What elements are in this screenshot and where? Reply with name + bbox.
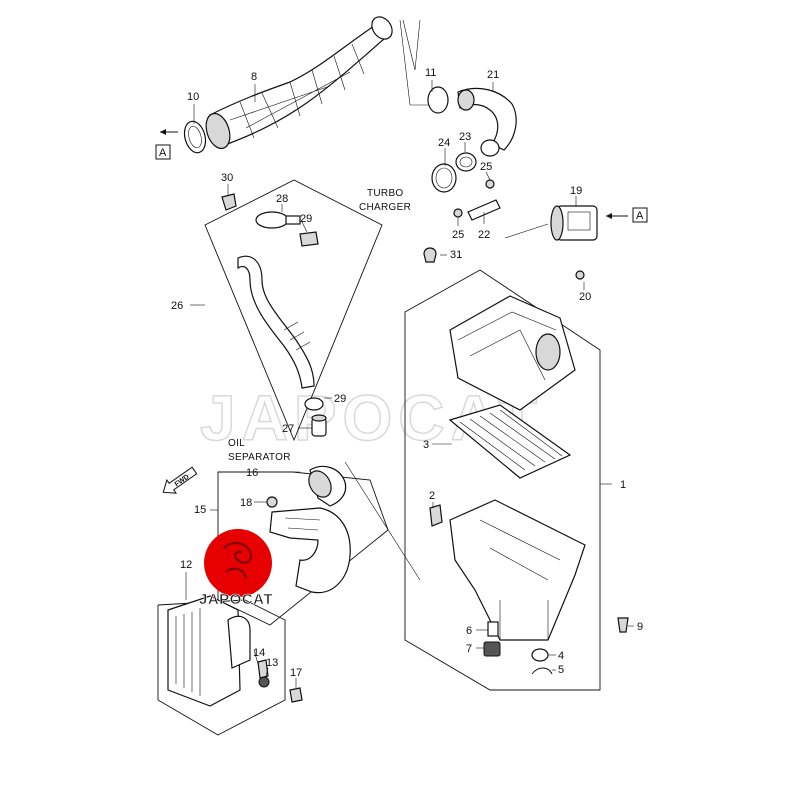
airflow-sensor-part xyxy=(550,205,598,241)
callout-28: 28 xyxy=(276,193,288,205)
callout-16: 16 xyxy=(246,467,258,479)
clip-part-29b xyxy=(304,397,324,411)
bolt-part-17 xyxy=(289,687,303,703)
callout-4: 4 xyxy=(558,650,564,662)
forward-arrow-label: FWD xyxy=(174,474,191,489)
sensor-part-2 xyxy=(429,504,443,527)
callout-24: 24 xyxy=(438,137,450,149)
air-cleaner-case-part xyxy=(449,499,586,641)
callout-20: 20 xyxy=(579,291,591,303)
callout-1: 1 xyxy=(620,479,626,491)
callout-5: 5 xyxy=(558,664,564,676)
intercooler-core-frame xyxy=(157,599,286,736)
cushion-part-4 xyxy=(531,648,549,662)
japocat-logo: JAPOCAT xyxy=(199,529,273,608)
clamp-part-31 xyxy=(423,247,437,263)
bolt-part-9 xyxy=(617,617,629,633)
clip-part-30 xyxy=(221,193,237,211)
clip-part-5 xyxy=(531,667,553,675)
clip-part-29a xyxy=(299,231,319,247)
callout-23: 23 xyxy=(459,131,471,143)
bolt-part-25a xyxy=(485,179,495,189)
ref-mark-right: A xyxy=(606,207,648,223)
air-cleaner-cap-part xyxy=(449,295,576,411)
air-filter-element-part xyxy=(448,404,572,479)
callout-15: 15 xyxy=(194,504,206,516)
screw-part-20 xyxy=(575,270,585,280)
logo-cat-mark xyxy=(223,542,252,579)
intercooler-pipe-part xyxy=(269,507,351,594)
callout-18: 18 xyxy=(240,497,252,509)
callout-29-top: 29 xyxy=(300,213,312,225)
callout-31: 31 xyxy=(450,249,462,261)
logo-text: JAPOCAT xyxy=(199,591,273,608)
callout-22: 22 xyxy=(478,229,490,241)
oil-separator-label-2: SEPARATOR xyxy=(228,452,291,463)
forward-arrow-icon: FWD xyxy=(162,466,198,494)
gasket-ring-part xyxy=(455,152,477,172)
callout-27: 27 xyxy=(282,423,294,435)
callout-3: 3 xyxy=(423,439,429,451)
callout-9: 9 xyxy=(637,621,643,633)
callout-7: 7 xyxy=(466,643,472,655)
breather-hose-part xyxy=(237,255,315,389)
turbo-charger-label-1: TURBO xyxy=(367,188,404,199)
callout-numbers: 1 2 3 4 5 6 7 8 9 10 11 12 13 14 15 16 1… xyxy=(171,67,643,679)
callout-30: 30 xyxy=(221,172,233,184)
bolt-part-25b xyxy=(453,208,463,218)
intercooler-hose-part xyxy=(308,465,347,507)
callout-21: 21 xyxy=(487,69,499,81)
callout-29-bottom: 29 xyxy=(334,393,346,405)
grommet-part-6 xyxy=(487,621,499,637)
callout-6: 6 xyxy=(466,625,472,637)
connector-part-28 xyxy=(255,211,301,229)
washer-part-13 xyxy=(258,676,270,688)
bolt-part-18 xyxy=(266,496,278,508)
intercooler-part xyxy=(167,595,251,707)
turbo-outlet-part xyxy=(427,86,517,157)
callout-14: 14 xyxy=(253,647,265,659)
valve-part-27 xyxy=(311,414,327,437)
callout-19: 19 xyxy=(570,185,582,197)
intake-hose-part xyxy=(205,16,393,150)
ref-mark-left-text: A xyxy=(159,147,167,159)
ref-mark-right-text: A xyxy=(636,210,644,222)
callout-25-bottom: 25 xyxy=(452,229,464,241)
turbo-clamp-part xyxy=(431,163,457,193)
hose-group-frame xyxy=(204,179,383,442)
callout-12: 12 xyxy=(180,559,192,571)
callout-10: 10 xyxy=(187,91,199,103)
mount-part-7 xyxy=(483,641,501,657)
callout-25-top: 25 xyxy=(480,161,492,173)
ref-mark-left: A xyxy=(155,129,178,160)
nut-part-14 xyxy=(257,659,269,679)
callout-8: 8 xyxy=(251,71,257,83)
callout-26: 26 xyxy=(171,300,183,312)
callout-13: 13 xyxy=(266,657,278,669)
hose-clamp-part xyxy=(183,120,207,154)
leader-lines xyxy=(185,19,634,688)
callout-17: 17 xyxy=(290,667,302,679)
bracket-part-22 xyxy=(467,199,501,221)
callout-2: 2 xyxy=(429,490,435,502)
callout-11: 11 xyxy=(425,67,436,79)
oil-separator-label-1: OIL xyxy=(228,438,245,449)
air-cleaner-group-frame xyxy=(404,269,601,691)
turbo-charger-label-2: CHARGER xyxy=(359,202,411,213)
logo-red-circle xyxy=(204,529,272,597)
